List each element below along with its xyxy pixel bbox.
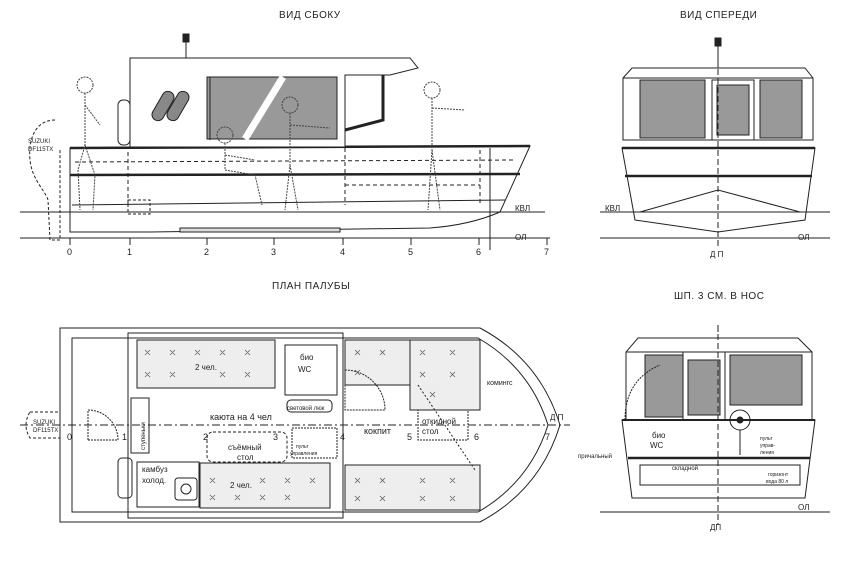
- plan-folding-table-label-2: стол: [422, 427, 439, 436]
- deck-plan-title: ПЛАН ПАЛУБЫ: [272, 281, 351, 292]
- plan-cockpit-seat-bottom: [344, 464, 481, 511]
- plan-station-2: 2: [203, 432, 208, 442]
- section-ol-label: ОЛ: [798, 503, 809, 512]
- plan-station-6: 6: [474, 432, 479, 442]
- section-wc-label-2: WC: [650, 441, 664, 450]
- plan-table-label-1: съёмный: [228, 443, 262, 452]
- plan-outboard: [25, 411, 61, 439]
- side-station-5: 5: [408, 247, 413, 257]
- side-kvl-label: КВЛ: [515, 204, 530, 213]
- side-station-4: 4: [340, 247, 345, 257]
- plan-removable-table: [206, 431, 288, 463]
- section-title: ШП. 3 СМ. В НОС: [674, 291, 765, 302]
- plan-wc: [284, 344, 338, 396]
- front-ol-label: ОЛ: [798, 233, 809, 242]
- plan-cockpit-label: кокпит: [364, 426, 391, 436]
- side-station-1: 1: [127, 247, 132, 257]
- plan-galley-label-1: камбуз: [142, 465, 168, 474]
- section-door-window: [687, 359, 721, 416]
- section-window-right: [729, 354, 803, 406]
- plan-wc-label-1: био: [300, 353, 314, 362]
- side-station-ticks: [69, 238, 548, 245]
- side-window: [206, 76, 338, 140]
- plan-folding-table-label-1: откидной: [422, 417, 456, 426]
- plan-berth-top-label: 2 чел.: [195, 363, 217, 372]
- plan-station-4: 4: [340, 432, 345, 442]
- side-station-2: 2: [204, 247, 209, 257]
- side-hull: [69, 145, 531, 233]
- deck-plan: 2 чел. 2 чел. био WC световой люк каюта …: [20, 327, 570, 523]
- side-ol-label: ОЛ: [515, 233, 526, 242]
- plan-berth-bottom: [199, 462, 331, 509]
- plan-steps-label: ступеньки: [141, 422, 147, 450]
- plan-station-1: 1: [122, 432, 127, 442]
- front-window-left: [639, 79, 706, 139]
- plan-helm: [291, 427, 338, 459]
- plan-engine-label-2: DF115TX: [33, 428, 58, 434]
- plan-engine-label-1: SUZUKI: [33, 420, 55, 426]
- section-dp-label: ДП: [710, 523, 721, 532]
- front-view: КВЛ ОЛ Д П: [600, 37, 830, 259]
- section-seat-label-1: горизонт: [768, 472, 789, 478]
- plan-skylight-label: световой люк: [287, 405, 325, 412]
- section-wc-label-1: био: [652, 431, 666, 440]
- section-view: био WC складной причальный пульт управ- …: [578, 325, 830, 532]
- plan-table-label-2: стол: [237, 453, 254, 462]
- plan-galley: [136, 461, 200, 508]
- plan-station-5: 5: [407, 432, 412, 442]
- plan-galley-label-2: холод.: [142, 476, 166, 485]
- side-station-labels: 0 1 2 3 4 5 6 7: [67, 247, 549, 257]
- section-console-label-3: ления: [760, 450, 774, 456]
- front-dp-label: Д П: [710, 250, 724, 259]
- side-view-title: ВИД СБОКУ: [279, 10, 341, 21]
- plan-station-0: 0: [67, 432, 72, 442]
- side-figures: [76, 76, 466, 211]
- plan-station-3: 3: [273, 432, 278, 442]
- side-station-0: 0: [67, 247, 72, 257]
- plan-helm-label-2: управления: [290, 451, 318, 457]
- section-stool-label: складной: [672, 465, 698, 472]
- side-engine-label-2: DF115TX: [28, 147, 53, 153]
- plan-berth-bottom-label: 2 чел.: [230, 481, 252, 490]
- plan-wc-label-2: WC: [298, 365, 312, 374]
- plan-station-labels: 0 1 2 3 4 5 6 7: [67, 432, 550, 442]
- side-station-3: 3: [271, 247, 276, 257]
- plan-cabin-label: каюта на 4 чел: [210, 412, 272, 422]
- front-view-title: ВИД СПЕРЕДИ: [680, 10, 758, 21]
- front-window-right: [759, 79, 803, 139]
- plan-coaming-label: комингс: [487, 380, 513, 387]
- section-mooring-label: причальный: [578, 453, 612, 460]
- plan-berth-top: [136, 339, 276, 389]
- plan-dp-label: Д П: [550, 413, 564, 422]
- section-console-label-2: управ-: [760, 443, 775, 449]
- plan-helm-label-1: пульт: [296, 444, 309, 450]
- section-seat-label-2: вода 80 л: [766, 479, 788, 485]
- side-station-7: 7: [544, 247, 549, 257]
- side-station-6: 6: [476, 247, 481, 257]
- side-engine-label-1: SUZUKI: [28, 139, 50, 145]
- plan-station-7: 7: [545, 432, 550, 442]
- section-console-label-1: пульт: [760, 436, 773, 442]
- side-outboard: [29, 119, 61, 241]
- side-view: SUZUKI DF115TX КВЛ ОЛ: [20, 33, 550, 250]
- front-kvl-label: КВЛ: [605, 204, 620, 213]
- plan-cushion-marks: [144, 349, 456, 502]
